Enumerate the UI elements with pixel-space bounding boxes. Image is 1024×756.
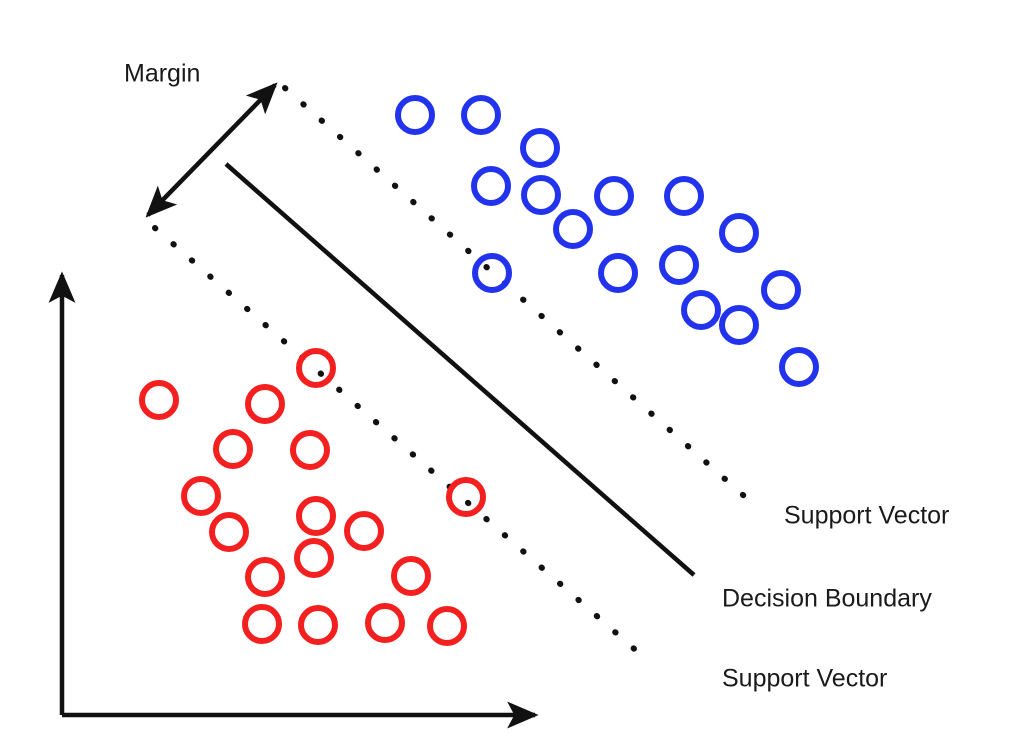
data-point xyxy=(395,95,435,135)
support-vector-line-upper xyxy=(282,85,755,506)
support-vector-point xyxy=(472,253,512,293)
data-point xyxy=(391,556,431,596)
support-vector-upper-label: Support Vector xyxy=(784,502,949,530)
support-vector-point xyxy=(446,477,486,517)
data-point xyxy=(719,213,759,253)
margin-label: Margin xyxy=(124,60,200,88)
data-point xyxy=(294,538,334,578)
data-point xyxy=(213,429,253,469)
data-point xyxy=(296,496,336,536)
data-point xyxy=(659,245,699,285)
support-vector-line-lower xyxy=(152,225,651,664)
data-point xyxy=(461,95,501,135)
data-point xyxy=(520,128,560,168)
data-point xyxy=(427,606,467,646)
data-point xyxy=(181,476,221,516)
margin-arrow xyxy=(145,82,278,218)
data-point xyxy=(298,605,338,645)
axes xyxy=(48,271,539,729)
data-point xyxy=(761,270,801,310)
data-point xyxy=(719,305,759,345)
data-point xyxy=(553,209,593,249)
data-point xyxy=(664,176,704,216)
data-point xyxy=(598,253,638,293)
support-vector-point xyxy=(296,348,336,388)
data-point xyxy=(245,557,285,597)
boundary-lines xyxy=(145,82,755,664)
data-point xyxy=(521,175,561,215)
annotations: Margin Support Vector Decision Boundary … xyxy=(124,60,949,693)
support-vector-lower-label: Support Vector xyxy=(722,665,887,693)
data-point xyxy=(471,166,511,206)
data-point xyxy=(245,384,285,424)
data-point xyxy=(365,603,405,643)
data-point xyxy=(290,430,330,470)
data-points-class-b xyxy=(139,348,486,646)
data-points-class-a xyxy=(395,95,819,387)
data-point xyxy=(594,176,634,216)
data-point xyxy=(242,604,282,644)
decision-boundary-label: Decision Boundary xyxy=(722,585,932,613)
data-point xyxy=(681,290,721,330)
decision-boundary-line xyxy=(224,162,696,577)
data-point xyxy=(139,380,179,420)
data-point xyxy=(344,511,384,551)
data-point xyxy=(209,512,249,552)
data-point xyxy=(779,347,819,387)
